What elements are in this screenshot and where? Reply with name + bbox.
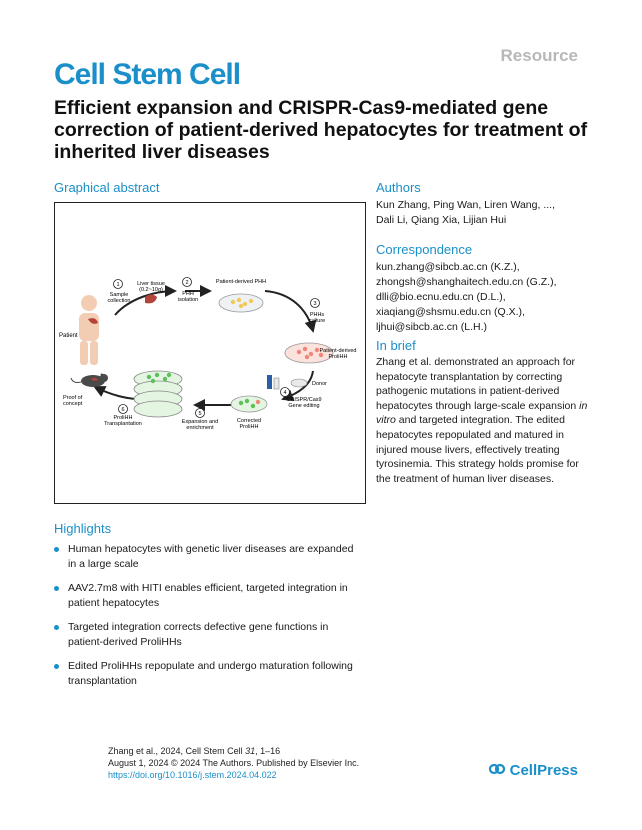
- prolihh-dish-icon: [284, 342, 334, 364]
- donor-vial-icon: [267, 375, 308, 390]
- correspondence-heading: Correspondence: [376, 242, 473, 257]
- label-prolihh-1: Patient-derived: [320, 348, 357, 354]
- author-list: Kun Zhang, Ping Wan, Liren Wang, ..., Da…: [376, 198, 596, 228]
- highlights-list: Human hepatocytes with genetic liver dis…: [54, 542, 354, 698]
- graphical-abstract-heading: Graphical abstract: [54, 180, 160, 195]
- citation-line: Zhang et al., 2024, Cell Stem Cell 31, 1…: [108, 745, 359, 757]
- graphical-abstract-figure: Patient 1 Sample collection Liver tissue…: [59, 277, 357, 431]
- arrow-editing: [281, 370, 314, 402]
- bullet-icon: [54, 547, 59, 552]
- citation-footer: Zhang et al., 2024, Cell Stem Cell 31, 1…: [108, 745, 359, 781]
- label-sample-2: collection: [108, 298, 131, 304]
- label-patient-phh: Patient-derived PHH: [216, 279, 266, 285]
- step-2-marker: [182, 277, 192, 287]
- highlights-heading: Highlights: [54, 521, 112, 536]
- step-4-number: 4: [283, 390, 286, 396]
- step-2-number: 2: [185, 280, 188, 286]
- corrected-dish-icon: [230, 395, 268, 413]
- label-prolihh-2: ProliHH: [329, 354, 348, 360]
- highlight-text: Human hepatocytes with genetic liver dis…: [68, 543, 354, 570]
- cellpress-icon: [489, 763, 506, 775]
- in-brief-italic: in vitro: [376, 399, 588, 427]
- arrow-transplant: [93, 386, 140, 400]
- email-link[interactable]: kun.zhang@sibcb.ac.cn (K.Z.),: [376, 261, 520, 273]
- arrow-culture: [264, 290, 317, 333]
- step-6-number: 6: [121, 407, 124, 413]
- in-brief-text-part2: and targeted integration. The edited hep…: [376, 414, 579, 485]
- step-5-number: 5: [198, 411, 201, 417]
- email-link[interactable]: xiaqiang@shsmu.edu.cn (Q.X.),: [376, 306, 525, 318]
- bullet-icon: [54, 586, 59, 591]
- highlight-item: Targeted integration corrects defective …: [54, 620, 354, 650]
- bullet-icon: [54, 664, 59, 669]
- email-link[interactable]: zhongsh@shanghaitech.edu.cn (G.Z.),: [376, 276, 557, 288]
- in-brief-text: Zhang et al. demonstrated an approach fo…: [376, 355, 596, 486]
- highlight-text: AAV2.7m8 with HITI enables efficient, ta…: [68, 582, 348, 609]
- stacked-culture-flasks-icon: [133, 370, 183, 418]
- label-expansion-2: enrichment: [186, 425, 214, 431]
- label-culture-1: PHHs: [310, 312, 325, 318]
- label-corrected-2: ProliHH: [240, 424, 259, 430]
- label-phh-2: isolation: [178, 297, 198, 303]
- cellpress-logo[interactable]: CellPress: [489, 762, 578, 779]
- label-transplant-2: Transplantation: [104, 421, 142, 427]
- liver-tissue-icon: [145, 294, 157, 304]
- date-copyright-line: August 1, 2024 © 2024 The Authors. Publi…: [108, 758, 360, 768]
- label-liver-1: Liver tissue: [137, 281, 165, 287]
- bullet-icon: [54, 625, 59, 630]
- label-phh-1: PHH: [182, 291, 194, 297]
- journal-name[interactable]: Cell Stem Cell: [54, 58, 241, 91]
- label-expansion-1: Expansion and: [182, 419, 218, 425]
- email-link[interactable]: ljhui@sibcb.ac.cn (L.H.): [376, 321, 488, 333]
- label-proof-1: Proof of: [63, 395, 83, 401]
- step-3-number: 3: [313, 301, 316, 307]
- mouse-icon: [70, 373, 108, 387]
- highlight-item: Human hepatocytes with genetic liver dis…: [54, 542, 354, 572]
- article-category: Resource: [500, 46, 578, 65]
- label-sample-1: Sample: [110, 292, 129, 298]
- label-liver-2: (0.2~10g): [139, 287, 163, 293]
- email-link[interactable]: dlli@bio.ecnu.edu.cn (D.L.),: [376, 291, 506, 303]
- label-edit-2: Gene editing: [288, 403, 319, 409]
- highlight-item: AAV2.7m8 with HITI enables efficient, ta…: [54, 581, 354, 611]
- label-patient: Patient: [59, 333, 78, 339]
- label-corrected-1: Corrected: [237, 418, 261, 424]
- citation-volume: 31: [245, 746, 256, 756]
- article-title: Efficient expansion and CRISPR-Cas9-medi…: [54, 97, 588, 163]
- patient-figure-icon: [79, 295, 99, 365]
- authors-heading: Authors: [376, 180, 421, 195]
- doi-link[interactable]: https://doi.org/10.1016/j.stem.2024.04.0…: [108, 770, 277, 780]
- label-donor: Donor: [312, 381, 327, 387]
- graphical-abstract-frame: Patient 1 Sample collection Liver tissue…: [54, 202, 366, 504]
- label-transplant-1: ProliHH: [114, 415, 133, 421]
- step-4-marker: [280, 387, 290, 397]
- in-brief-heading: In brief: [376, 338, 416, 353]
- label-culture-2: culture: [309, 318, 326, 324]
- step-5-marker: [195, 408, 205, 418]
- label-edit-1: CRISPR/Cas9: [286, 397, 321, 403]
- step-6-marker: [118, 404, 128, 414]
- citation-prefix: Zhang et al., 2024, Cell Stem Cell: [108, 746, 246, 756]
- step-1-number: 1: [116, 282, 119, 288]
- highlight-text: Targeted integration corrects defective …: [68, 621, 329, 648]
- arrow-sample: [114, 285, 177, 316]
- author-line-2: Dali Li, Qiang Xia, Lijian Hui: [376, 214, 507, 226]
- author-line-1: Kun Zhang, Ping Wan, Liren Wang, ...,: [376, 199, 555, 211]
- highlight-item: Edited ProliHHs repopulate and undergo m…: [54, 659, 354, 689]
- citation-suffix: , 1–16: [255, 746, 281, 756]
- in-brief-text-part1: Zhang et al. demonstrated an approach fo…: [376, 356, 580, 412]
- correspondence-list: kun.zhang@sibcb.ac.cn (K.Z.), zhongsh@sh…: [376, 260, 596, 335]
- cellpress-wordmark: CellPress: [509, 762, 578, 779]
- step-3-marker: [310, 298, 320, 308]
- label-proof-2: concept: [63, 401, 83, 407]
- step-1-marker: [113, 279, 123, 289]
- highlight-text: Edited ProliHHs repopulate and undergo m…: [68, 660, 353, 687]
- phh-dish-icon: [218, 293, 264, 313]
